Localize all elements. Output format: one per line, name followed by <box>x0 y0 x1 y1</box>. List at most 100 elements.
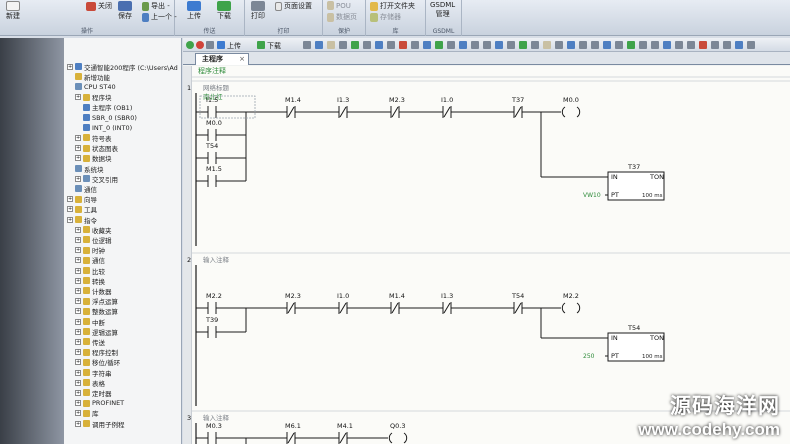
tree-item[interactable]: +数据块 <box>75 154 112 163</box>
toolbar-tool-icon[interactable] <box>723 41 731 49</box>
tree-item[interactable]: +调用子例程 <box>75 419 125 429</box>
toolbar-tool-icon[interactable] <box>399 41 407 49</box>
expand-icon[interactable]: + <box>67 206 73 213</box>
expand-icon[interactable]: + <box>67 63 73 70</box>
expand-icon[interactable]: + <box>75 400 81 407</box>
tree-item[interactable]: +PROFINET <box>75 399 124 408</box>
expand-icon[interactable]: + <box>75 247 81 254</box>
tree-item[interactable]: +收藏夹 <box>75 225 112 235</box>
expand-icon[interactable]: + <box>75 308 81 315</box>
tree-item[interactable]: +通信 <box>75 256 105 265</box>
tree-item[interactable]: INT_0 (INT0) <box>83 123 132 132</box>
expand-icon[interactable]: + <box>75 369 81 376</box>
tree-item[interactable]: +库 <box>75 409 99 418</box>
tree-item[interactable]: 通信 <box>75 184 97 194</box>
toolbar-tool-icon[interactable] <box>627 41 635 49</box>
toolbar-upload[interactable]: 上传 <box>227 42 241 50</box>
new-button[interactable]: 新建 <box>6 1 20 21</box>
page-setup-button[interactable]: 页面设置 <box>275 1 312 11</box>
tree-item[interactable]: +指令 <box>67 215 97 225</box>
tree-item[interactable]: +比较 <box>75 266 105 276</box>
expand-icon[interactable]: + <box>75 134 81 141</box>
tree-item[interactable]: +浮点运算 <box>75 297 118 306</box>
expand-icon[interactable]: + <box>75 175 81 182</box>
tree-item[interactable]: +程序块 <box>75 93 112 102</box>
tree-item[interactable]: CPU ST40 <box>75 82 116 91</box>
toolbar-tool-icon[interactable] <box>735 41 743 49</box>
print-button[interactable]: 打印 <box>251 1 265 21</box>
toolbar-tool-icon[interactable] <box>471 41 479 49</box>
run-icon[interactable] <box>186 41 194 49</box>
toolbar-tool-icon[interactable] <box>495 41 503 49</box>
tree-item[interactable]: +字符串 <box>75 368 112 378</box>
tree-item[interactable]: +符号表 <box>75 133 112 143</box>
expand-icon[interactable]: + <box>75 267 81 274</box>
tree-item[interactable]: +工具 <box>67 205 97 214</box>
tab-close-icon[interactable]: × <box>239 55 245 63</box>
expand-icon[interactable]: + <box>75 155 81 162</box>
toolbar-tool-icon[interactable] <box>639 41 647 49</box>
expand-icon[interactable]: + <box>75 236 81 243</box>
toolbar-tool-icon[interactable] <box>375 41 383 49</box>
toolbar-tool-icon[interactable] <box>507 41 515 49</box>
tree-item[interactable]: +交叉引用 <box>75 174 118 184</box>
toolbar-tool-icon[interactable] <box>351 41 359 49</box>
toolbar-tool-icon[interactable] <box>411 41 419 49</box>
expand-icon[interactable]: + <box>75 226 81 233</box>
data-page-button[interactable]: 数据页 <box>327 12 357 22</box>
expand-icon[interactable]: + <box>75 94 81 101</box>
previous-button[interactable]: 上一个 - <box>142 12 177 22</box>
expand-icon[interactable]: + <box>75 298 81 305</box>
toolbar-tool-icon[interactable] <box>687 41 695 49</box>
toolbar-tool-icon[interactable] <box>387 41 395 49</box>
toolbar-tool-icon[interactable] <box>483 41 491 49</box>
tree-item[interactable]: +时钟 <box>75 246 105 255</box>
close-button[interactable]: 关闭 <box>86 1 112 11</box>
tree-item[interactable]: +中断 <box>75 317 105 327</box>
expand-icon[interactable]: + <box>67 216 73 223</box>
open-folder-button[interactable]: 打开文件夹 <box>370 1 415 11</box>
tree-item[interactable]: 新增功能 <box>75 72 110 82</box>
tree-item[interactable]: SBR_0 (SBR0) <box>83 113 137 122</box>
download-button[interactable]: 下载 <box>217 1 231 21</box>
expand-icon[interactable]: + <box>75 359 81 366</box>
toolbar-tool-icon[interactable] <box>603 41 611 49</box>
expand-icon[interactable]: + <box>75 379 81 386</box>
tree-item[interactable]: +状态图表 <box>75 144 118 153</box>
tree-item[interactable]: 主程序 (OB1) <box>83 103 132 112</box>
toolbar-tool-icon[interactable] <box>531 41 539 49</box>
toolbar-tool-icon[interactable] <box>423 41 431 49</box>
compile-icon[interactable] <box>206 41 214 49</box>
pou-button[interactable]: POU <box>327 1 351 10</box>
expand-icon[interactable]: + <box>75 287 81 294</box>
toolbar-tool-icon[interactable] <box>543 41 551 49</box>
expand-icon[interactable]: + <box>75 257 81 264</box>
tree-item[interactable]: +转换 <box>75 276 105 286</box>
toolbar-download[interactable]: 下载 <box>267 42 281 50</box>
tree-item[interactable]: +计数器 <box>75 286 112 296</box>
expand-icon[interactable]: + <box>75 277 81 284</box>
tree-item[interactable]: +交通智能200程序 (C:\Users\Ad <box>67 62 178 72</box>
toolbar-tool-icon[interactable] <box>315 41 323 49</box>
toolbar-tool-icon[interactable] <box>339 41 347 49</box>
tab-main-program[interactable]: 主程序 × <box>195 53 249 65</box>
storage-button[interactable]: 存储器 <box>370 12 401 22</box>
toolbar-tool-icon[interactable] <box>363 41 371 49</box>
tree-item[interactable]: +整数运算 <box>75 307 118 316</box>
toolbar-tool-icon[interactable] <box>579 41 587 49</box>
tree-item[interactable]: +移位/循环 <box>75 358 120 367</box>
toolbar-tool-icon[interactable] <box>615 41 623 49</box>
toolbar-tool-icon[interactable] <box>651 41 659 49</box>
expand-icon[interactable]: + <box>75 328 81 335</box>
toolbar-tool-icon[interactable] <box>675 41 683 49</box>
tree-item[interactable]: 系统块 <box>75 164 104 174</box>
toolbar-tool-icon[interactable] <box>711 41 719 49</box>
expand-icon[interactable]: + <box>67 196 73 203</box>
tree-item[interactable]: +表格 <box>75 378 105 388</box>
tree-item[interactable]: +逻辑运算 <box>75 327 118 337</box>
save-button[interactable]: 保存 <box>118 1 132 21</box>
toolbar-tool-icon[interactable] <box>459 41 467 49</box>
toolbar-tool-icon[interactable] <box>447 41 455 49</box>
expand-icon[interactable]: + <box>75 389 81 396</box>
toolbar-tool-icon[interactable] <box>519 41 527 49</box>
